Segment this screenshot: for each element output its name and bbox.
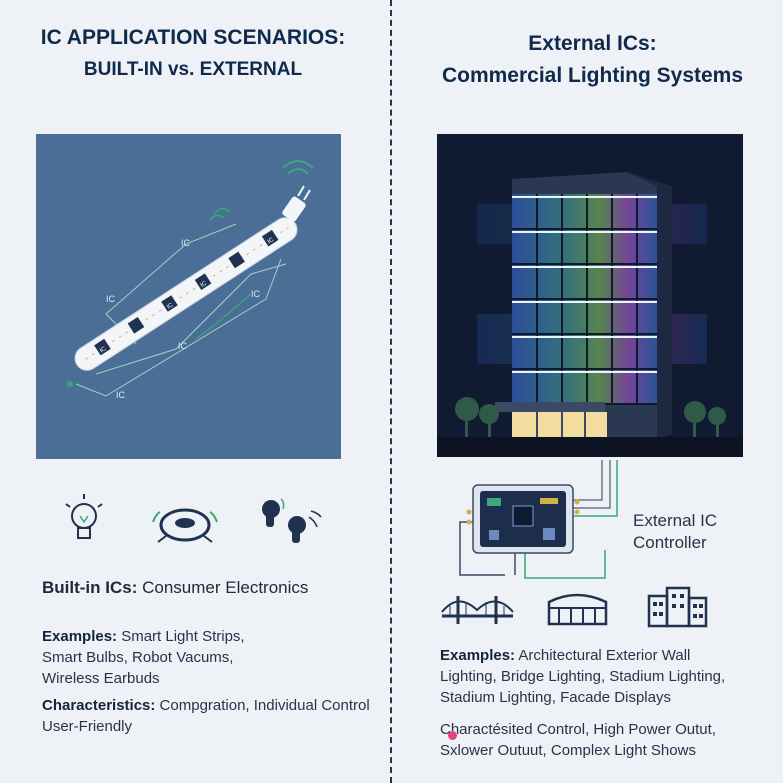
characteristics-line1: Compgration, Individual Control <box>155 697 370 714</box>
external-examples: Examples: Architectural Exterior Wall Li… <box>440 645 725 708</box>
controller-label-line1: External IC <box>633 511 718 530</box>
external-characteristics: Charactésited Control, High Power Outut… <box>440 719 716 761</box>
external-examples-label: Examples: <box>440 647 516 664</box>
chip-ic-label: IC <box>200 280 209 289</box>
led-strip-illustration: IC IC IC IC IC IC IC IC IC <box>36 134 341 459</box>
built-in-subtitle-bold: Built-in ICs: <box>42 578 138 597</box>
chip-ic-label: IC <box>99 346 108 355</box>
chip-ic-label: IC <box>267 237 276 246</box>
external-examples-line2: Lighting, Bridge Lighting, Stadium Light… <box>440 668 726 685</box>
strip-ic-label: IC <box>106 294 116 304</box>
characteristics-line2: User-Friendly <box>42 718 133 735</box>
building-illustration <box>437 134 743 457</box>
chip-ic-label: IC <box>166 302 175 311</box>
right-title-line1: External ICs: <box>528 32 657 55</box>
built-in-characteristics: Characteristics: Compgration, Individual… <box>42 695 370 737</box>
strip-ic-label: IC <box>181 238 191 248</box>
wireless-earbuds-icon <box>262 498 322 543</box>
external-ic-controller-label: External IC Controller <box>633 510 717 554</box>
built-in-subtitle: Built-in ICs: Consumer Electronics <box>42 578 308 598</box>
examples-line1: Smart Light Strips, <box>117 628 245 645</box>
right-title-line2: Commercial Lighting Systems <box>441 64 744 87</box>
building-svg <box>437 134 743 457</box>
strip-ic-label: IC <box>178 341 188 351</box>
external-ic-controller-diagram <box>459 460 618 579</box>
external-examples-line3: Stadium Lighting, Facade Displays <box>440 689 671 706</box>
bridge-icon <box>441 596 514 624</box>
left-title-line1: IC APPLICATION SCENARIOS: <box>40 26 346 49</box>
controller-label-line2: Controller <box>633 533 707 552</box>
strip-ic-label: IC <box>116 390 126 400</box>
light-bulb-icon <box>65 494 103 539</box>
external-characteristics-line1: Charactésited Control, High Power Outut… <box>440 721 716 738</box>
examples-label: Examples: <box>42 628 118 645</box>
left-title: IC APPLICATION SCENARIOS: BUILT-IN vs. E… <box>28 22 358 86</box>
right-title: External ICs: Commercial Lighting System… <box>420 28 765 92</box>
led-strip-svg: IC IC IC IC IC IC IC IC IC <box>36 134 341 459</box>
examples-line3: Wireless Earbuds <box>42 670 160 687</box>
stadium-icon <box>547 593 608 626</box>
left-title-line2: BUILT-IN vs. EXTERNAL <box>83 59 303 80</box>
external-characteristics-line2: Sxlower Outuut, Complex Light Shows <box>440 742 696 759</box>
strip-ic-label: IC <box>251 289 261 299</box>
built-in-subtitle-rest: Consumer Electronics <box>137 578 309 597</box>
pink-marker-dot <box>448 731 457 740</box>
robot-vacuum-icon <box>152 508 218 543</box>
external-examples-line1: Architectural Exterior Wall <box>515 647 691 664</box>
characteristics-label: Characteristics: <box>42 697 156 714</box>
center-divider <box>390 0 392 783</box>
facade-building-icon <box>647 586 708 628</box>
built-in-examples: Examples: Smart Light Strips, Smart Bulb… <box>42 626 245 689</box>
examples-line2: Smart Bulbs, Robot Vacums, <box>42 649 234 666</box>
